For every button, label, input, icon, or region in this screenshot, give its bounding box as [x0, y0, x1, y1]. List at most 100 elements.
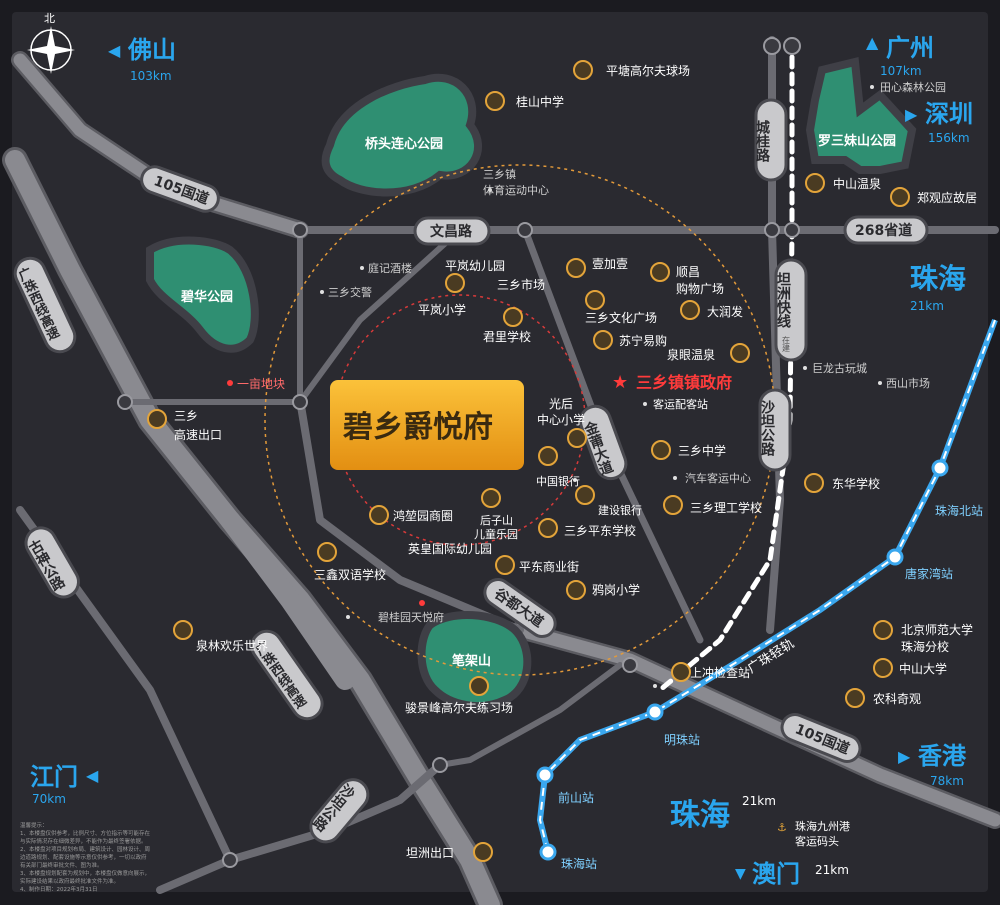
anchor-icon: ⚓: [777, 821, 787, 834]
label-cities-zhuhai_bottom-dist: 21km: [742, 794, 776, 808]
label-cities-macau-dist: 21km: [815, 863, 849, 877]
badge-guangzhu-west: [13, 256, 77, 354]
spring-icon: [730, 343, 750, 363]
mall-icon: [593, 330, 613, 350]
station-node-zhuhai-north: [931, 459, 949, 477]
arrow-icon: ▶: [898, 747, 911, 766]
label-pois-biguiyuan: 碧桂园天悦府: [378, 610, 444, 624]
badge-shatan-label: 沙坦公路: [759, 400, 775, 456]
label-pois-hongkun: 鸿堃园商圈: [393, 508, 453, 523]
park-luosan-label: 罗三妹山公园: [818, 133, 896, 149]
station-labels: 珠海北站 唐家湾站 明珠站 前山站 珠海站: [558, 503, 983, 871]
label-pois-shunchang_2: 购物广场: [676, 281, 724, 296]
station-node-tangjiawan: [886, 548, 904, 566]
label-pois-sanxiang_police: 三乡交警: [328, 285, 372, 299]
park-icon: [481, 488, 501, 508]
gov-star-icon: ★: [612, 372, 628, 393]
badge-chenggui: [754, 98, 788, 182]
label-cities-hongkong-name: 香港: [918, 742, 967, 770]
park-bihua: [146, 236, 259, 353]
road-guangzhu-west-ext: [220, 510, 355, 690]
label-pois-quanlin: 泉林欢乐世界: [196, 638, 268, 653]
golf-icon: [573, 60, 593, 80]
school-icon: [485, 91, 505, 111]
park-bihua-label: 碧华公园: [180, 289, 233, 305]
badge-shatan-low: [309, 778, 370, 844]
label-pois-sanxiang_exit_2: 高速出口: [174, 427, 222, 442]
label-pois-nongke: 农科奇观: [873, 692, 921, 706]
label-pois-pinglan_primary: 平岚小学: [418, 302, 466, 317]
label-pois-tingji: 庭记酒楼: [368, 261, 412, 275]
label-cities-jiangmen-dist: 70km: [32, 792, 66, 806]
badge-268-label: 268省道: [855, 222, 912, 239]
arrow-icon: ◀: [108, 41, 121, 60]
school-icon: [873, 620, 893, 640]
label-notes-2: 与实际情况存在细微差异，不能作为最终签署依据。: [20, 837, 147, 845]
disclaimer-notes: 温馨提示： 1、本楼盘仅供参考，比例尺寸、方位指示等可能存在 与实际情况存在细微…: [20, 821, 151, 893]
label-pois-donghua: 东华学校: [832, 476, 880, 491]
label-stations-zhuhai: 珠海站: [561, 856, 597, 871]
parks: 桥头连心公园 碧华公园 罗三妹山公园 笔架山: [146, 57, 917, 711]
park-icon: [173, 620, 193, 640]
label-notes-4: 边道路规划、配套设施等示意仅供参考，一切以政府: [20, 853, 147, 861]
label-pois-sanxiang_market: 三乡市场: [497, 277, 545, 292]
label-pois-julong: 巨龙古玩城: [812, 362, 867, 375]
badge-gushen: [24, 526, 80, 599]
badge-wenchang-label: 文昌路: [430, 223, 473, 240]
badge-tanzhou: [774, 258, 808, 362]
label-pois-sanxin: 三鑫双语学校: [314, 567, 386, 582]
mall-icon: [495, 555, 515, 575]
label-pois-xishan_market: 西山市场: [886, 376, 930, 390]
label-pois-darunfa: 大润发: [707, 304, 743, 319]
label-notes-7: 实际建设结果以政府最终批准文件为准。: [20, 877, 119, 885]
label-cities-guangzhou-dist: 107km: [880, 64, 922, 78]
label-pois-pinglan_kinder: 平岚幼儿园: [445, 259, 505, 273]
park-qiaotou-label: 桥头连心公园: [365, 136, 443, 152]
label-pois-guanghou_1: 光后: [549, 397, 573, 411]
badge-guzhen: [483, 578, 557, 638]
mall-icon: [566, 258, 586, 278]
mall-icon: [585, 290, 605, 310]
school-icon: [804, 473, 824, 493]
label-pois-yinghuang: 英皇国际幼儿园: [408, 542, 492, 556]
park-icon: [845, 688, 865, 708]
label-cities-foshan-dist: 103km: [130, 69, 172, 83]
arrow-icon: ▼: [735, 866, 746, 882]
label-notes-8: 4、制作日期：2022年3月31日: [20, 885, 98, 893]
project-badge[interactable]: 碧乡爵悦府: [330, 380, 524, 470]
mall-icon: [650, 262, 670, 282]
label-pois-jiuzhou_1: 珠海九州港: [795, 819, 850, 833]
residence-icon: [890, 187, 910, 207]
park-qiaotou: [321, 73, 482, 197]
arrow-icon: ▶: [905, 105, 918, 124]
school-icon: [651, 440, 671, 460]
park-luosan: [805, 57, 917, 174]
label-notes-6: 3、本楼盘规划配套为规划中，本楼盘仅做意向展示，: [20, 869, 150, 877]
golf-icon: [469, 676, 489, 696]
label-notes-3: 2、本楼盘对项目规划布局、建筑设计、园林设计、周: [20, 845, 150, 853]
city-labels: ◀ 佛山 103km ▲ 广州 107km ▶ 深圳 156km 珠海 21km…: [30, 33, 973, 888]
yimu-marker: [227, 380, 233, 386]
gov-label: 三乡镇镇政府: [636, 373, 732, 392]
label-pois-keyun: 客运配客站: [653, 397, 708, 411]
biguiyuan-marker: [419, 600, 425, 606]
label-pois-zhengguanying: 郑观应故居: [917, 190, 977, 205]
checkpoint-icon: [671, 662, 691, 682]
label-pois-bnu_1: 北京师范大学: [901, 622, 973, 637]
compass: 北: [27, 12, 75, 74]
project-name: 碧乡爵悦府: [343, 410, 493, 445]
mall-icon: [680, 300, 700, 320]
label-cities-zhuhai_top-name: 珠海: [910, 262, 966, 295]
label-pois-zhongshan_spring: 中山温泉: [833, 176, 881, 191]
label-pois-jiuzhou_2: 客运码头: [795, 834, 839, 848]
school-icon: [445, 273, 465, 293]
badge-268: [843, 215, 929, 245]
bank-icon: [575, 485, 595, 505]
badge-chenggui-label: 城桂路: [754, 119, 771, 162]
label-pois-quanyan_spring: 泉眼温泉: [667, 348, 715, 362]
label-notes-1: 1、本楼盘仅供参考，比例尺寸、方位指示等可能存在: [20, 829, 151, 837]
label-stations-qianshan: 前山站: [558, 790, 594, 805]
label-cities-guangzhou-name: 广州: [886, 34, 934, 62]
label-pois-bnu_2: 珠海分校: [901, 639, 949, 654]
